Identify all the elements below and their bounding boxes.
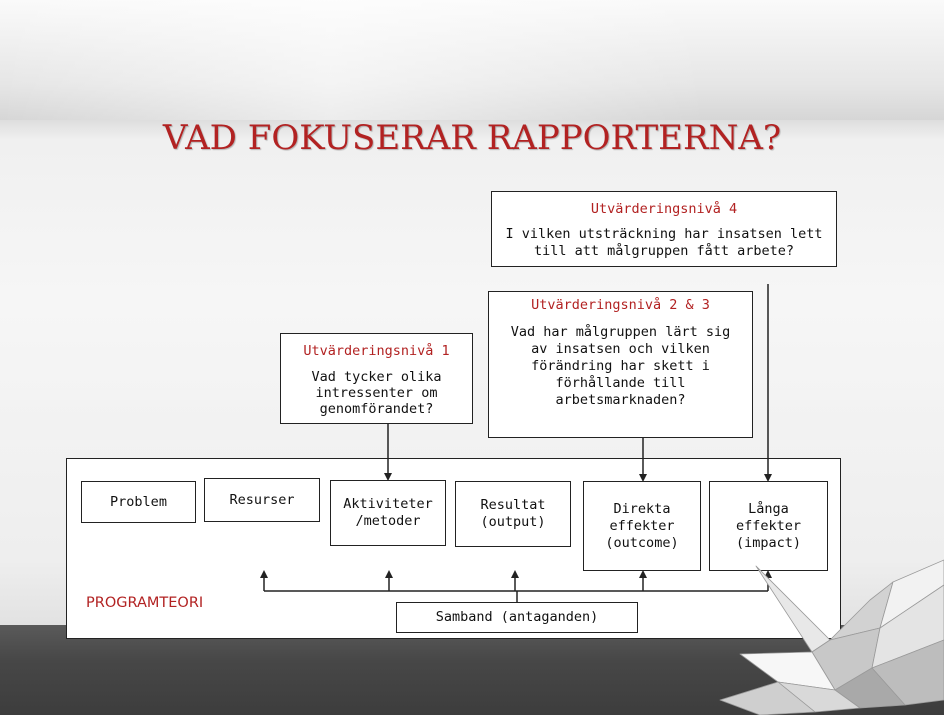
step-output: Resultat (output) <box>455 481 571 547</box>
level-1-label: Utvärderingsnivå 1 <box>303 343 450 359</box>
step-problem: Problem <box>81 481 196 523</box>
slide-title: VAD FOKUSERAR RAPPORTERNA? <box>162 118 782 158</box>
level-1-question: Vad tycker olika intressenter om genomfö… <box>311 369 442 417</box>
step-activities: Aktiviteter /metoder <box>330 480 446 546</box>
step-resources: Resurser <box>204 478 320 522</box>
level-4-label: Utvärderingsnivå 4 <box>590 201 738 217</box>
level-1-box: Utvärderingsnivå 1 Vad tycker olika intr… <box>280 333 473 424</box>
level-4-question: I vilken utsträckning har insatsen lett … <box>505 226 823 259</box>
level-2-3-question: Vad har målgruppen lärt sig av insatsen … <box>510 324 731 408</box>
level-2-3-box: Utvärderingsnivå 2 & 3 Vad har målgruppe… <box>488 291 753 438</box>
program-theory-label: PROGRAMTEORI <box>86 595 204 611</box>
header-band <box>0 0 944 120</box>
assumptions-box: Samband (antaganden) <box>396 602 638 633</box>
step-outcome: Direkta effekter (outcome) <box>583 481 701 571</box>
level-2-3-label: Utvärderingsnivå 2 & 3 <box>531 297 710 313</box>
level-4-box: Utvärderingsnivå 4 I vilken utsträckning… <box>491 191 837 267</box>
